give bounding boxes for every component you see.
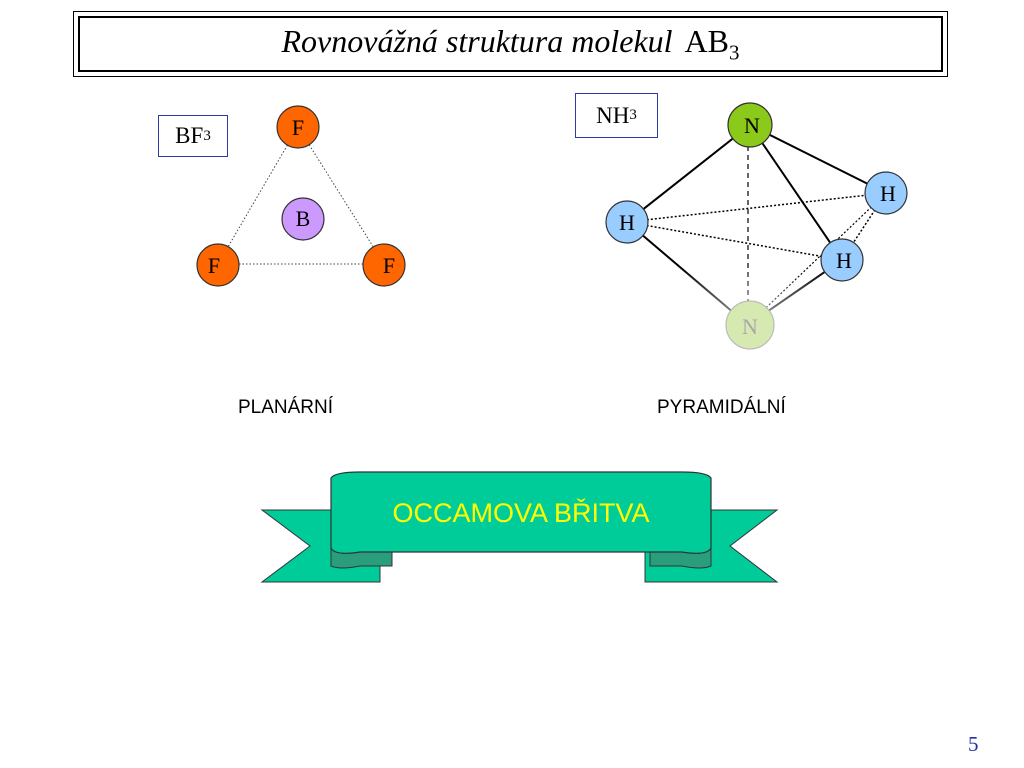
nh3-atom-mirror-label: N: [742, 314, 758, 339]
bf3-atom-center: [281, 197, 325, 241]
bf3-atom-top-label: F: [292, 115, 304, 140]
nh3-label-base: NH: [596, 102, 630, 128]
title-italic-text: Rovnovážná struktura molekul: [281, 22, 673, 59]
bf3-label-sub: 3: [203, 127, 211, 144]
nh3-atom-left-h-label: H: [619, 210, 635, 235]
bf3-atom-left: [196, 243, 240, 287]
nh3-caption: PYRAMIDÁLNÍ: [657, 397, 786, 418]
nh3-bond-n-left-h: [626, 124, 751, 223]
page-number: 5: [968, 732, 979, 756]
slide-title: Rovnovážná struktura molekul AB3: [282, 23, 740, 65]
occam-banner: OCCAMOVA BŘITVA: [260, 471, 779, 583]
bf3-atom-right: [362, 243, 406, 287]
bf3-edge-left: [217, 126, 299, 265]
bf3-molecule: F B F F: [196, 105, 406, 287]
banner-text: OCCAMOVA BŘITVA: [392, 497, 649, 528]
nh3-molecule: N N H H H: [605, 102, 908, 350]
nh3-atom-front-h: [820, 238, 864, 282]
nh3-base-left-front: [626, 221, 843, 261]
bf3-atom-right-label: F: [383, 253, 395, 278]
nh3-atom-left-h: [605, 200, 649, 244]
nh3-atom-front-h-label: H: [836, 248, 852, 273]
nh3-base-left-right: [626, 192, 887, 223]
nh3-label-sub: 3: [629, 107, 637, 123]
nh3-atom-right-h-label: H: [880, 181, 896, 206]
nh3-atom-top: [727, 102, 773, 148]
title-frame: Rovnovážná struktura molekul AB3: [78, 16, 943, 72]
title-box: Rovnovážná struktura molekul AB3: [73, 11, 948, 77]
title-formula: AB3: [684, 22, 740, 64]
bf3-atom-center-label: B: [296, 206, 311, 231]
nh3-atom-top-label: N: [744, 113, 760, 138]
banner-main: [330, 471, 712, 554]
bf3-edge-right: [297, 126, 385, 265]
bf3-caption: PLANÁRNÍ: [238, 397, 334, 418]
nh3-atom-mirror: [725, 300, 775, 350]
title-formula-sub: 3: [729, 40, 740, 65]
nh3-bond-n-front-h: [749, 124, 843, 261]
bf3-atom-left-label: F: [208, 253, 220, 278]
bf3-atom-top: [276, 105, 320, 149]
title-formula-base: AB: [684, 22, 729, 59]
nh3-bond-n-right-h: [749, 124, 887, 194]
bf3-label-base: BF: [175, 123, 204, 148]
nh3-atom-right-h: [864, 171, 908, 215]
